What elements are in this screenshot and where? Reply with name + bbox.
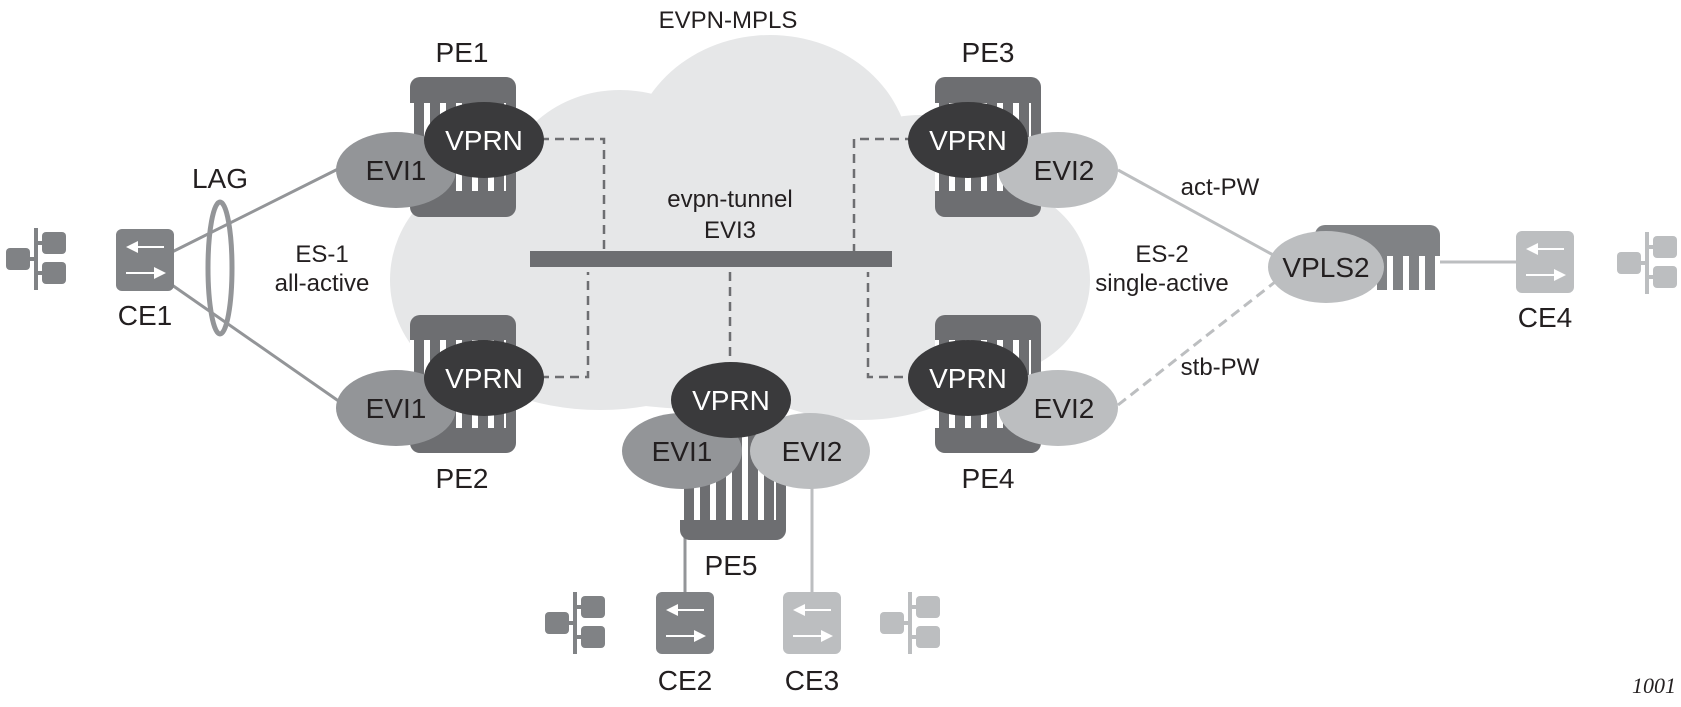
lan-hosts-icon: [1617, 232, 1677, 294]
lan-hosts-icon: [545, 592, 605, 654]
router-vpls2[interactable]: VPLS2: [1268, 225, 1440, 303]
pe4-vprn-label: VPRN: [929, 363, 1007, 394]
ce3-switch[interactable]: [783, 592, 841, 654]
pe5-evi1-label: EVI1: [652, 436, 713, 467]
cloud-title: EVPN-MPLS: [659, 7, 798, 34]
ce4-label: CE4: [1518, 302, 1572, 333]
pe1-vprn-label: VPRN: [445, 125, 523, 156]
vprn-oval: [908, 340, 1028, 416]
es2-mode-label: single-active: [1095, 270, 1228, 297]
ce1-label: CE1: [118, 300, 172, 331]
evi2-oval: [998, 370, 1118, 446]
standby-pw-line: [1117, 280, 1276, 407]
pe5-vprn-label: VPRN: [692, 385, 770, 416]
router-pe1[interactable]: EVI1 VPRN: [336, 77, 544, 217]
vprn-oval: [908, 102, 1028, 178]
pe2-vprn-label: VPRN: [445, 363, 523, 394]
lan-hosts-icon: [880, 592, 940, 654]
tunnel-label-line2: EVI3: [704, 217, 756, 244]
ce1-switch[interactable]: [116, 229, 174, 291]
active-pw-line: [1117, 168, 1276, 258]
ce4-switch[interactable]: [1516, 231, 1574, 293]
lag-label: LAG: [192, 163, 248, 194]
vprn-oval: [424, 340, 544, 416]
ce2-switch[interactable]: [656, 592, 714, 654]
link-ce1-pe2: [171, 283, 341, 404]
pe1-label: PE1: [436, 37, 489, 68]
pe3-evi-label: EVI2: [1034, 155, 1095, 186]
figure-number: 1001: [1632, 673, 1676, 698]
pe4-label: PE4: [962, 463, 1015, 494]
stb-pw-label: stb-PW: [1181, 354, 1260, 381]
pe5-evi2-label: EVI2: [782, 436, 843, 467]
router-pe5[interactable]: EVI1 EVI2 VPRN: [622, 362, 870, 540]
pe4-evi-label: EVI2: [1034, 393, 1095, 424]
ce3-label: CE3: [785, 665, 839, 696]
pe1-evi-label: EVI1: [366, 155, 427, 186]
act-pw-label: act-PW: [1181, 174, 1260, 201]
lag-bundle-icon: [205, 199, 235, 337]
pe2-label: PE2: [436, 463, 489, 494]
pe3-label: PE3: [962, 37, 1015, 68]
router-pe2[interactable]: EVI1 VPRN: [336, 315, 544, 453]
vprn-tunnel-connectors: [540, 137, 918, 379]
tunnel-label-line1: evpn-tunnel: [667, 186, 792, 213]
pe2-evi-label: EVI1: [366, 393, 427, 424]
router-pe3[interactable]: EVI2 VPRN: [908, 77, 1118, 217]
ce2-label: CE2: [658, 665, 712, 696]
vpls2-oval: [1268, 231, 1384, 303]
pe3-vprn-label: VPRN: [929, 125, 1007, 156]
pe5-label: PE5: [705, 550, 758, 581]
es1-mode-label: all-active: [275, 270, 370, 297]
lan-hosts-icon: [6, 228, 66, 290]
evi1-oval: [336, 132, 456, 208]
vprn-oval: [671, 362, 791, 438]
evpn-tunnel-bar: [530, 251, 892, 267]
router-pe4[interactable]: EVI2 VPRN: [908, 315, 1118, 453]
es2-label: ES-2: [1135, 241, 1188, 268]
vpls2-label: VPLS2: [1282, 252, 1369, 283]
link-ce1-pe1: [171, 166, 341, 254]
evi1-oval: [336, 370, 456, 446]
es1-label: ES-1: [295, 241, 348, 268]
evi2-oval: [750, 413, 870, 489]
evi2-oval: [998, 132, 1118, 208]
vprn-oval: [424, 102, 544, 178]
